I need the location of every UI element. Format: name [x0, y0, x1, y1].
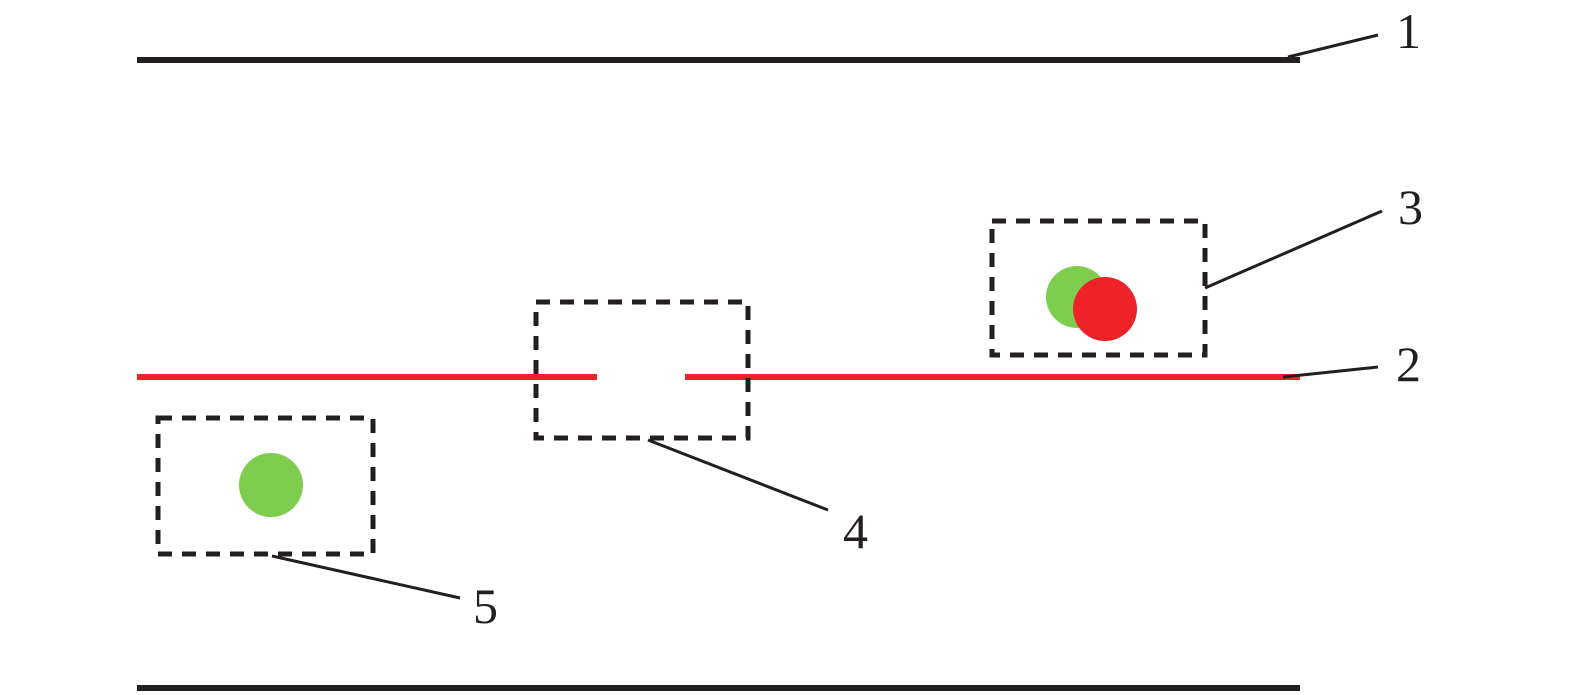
- dashed-box-3: [989, 218, 1208, 358]
- green-circle-5: [239, 453, 303, 517]
- dashed-box-4: [533, 299, 751, 441]
- leader-line-4: [647, 438, 829, 512]
- dashed-box-5: [155, 415, 376, 557]
- label-2: 2: [1396, 336, 1421, 392]
- red-circle-3: [1073, 277, 1137, 341]
- label-3: 3: [1398, 179, 1423, 235]
- label-4: 4: [843, 503, 868, 559]
- label-5: 5: [473, 578, 498, 634]
- label-1: 1: [1396, 3, 1421, 59]
- leader-line-1: [1287, 33, 1379, 59]
- leader-line-3: [1204, 209, 1383, 290]
- leader-line-5: [271, 554, 461, 600]
- leader-line-2: [1282, 365, 1379, 379]
